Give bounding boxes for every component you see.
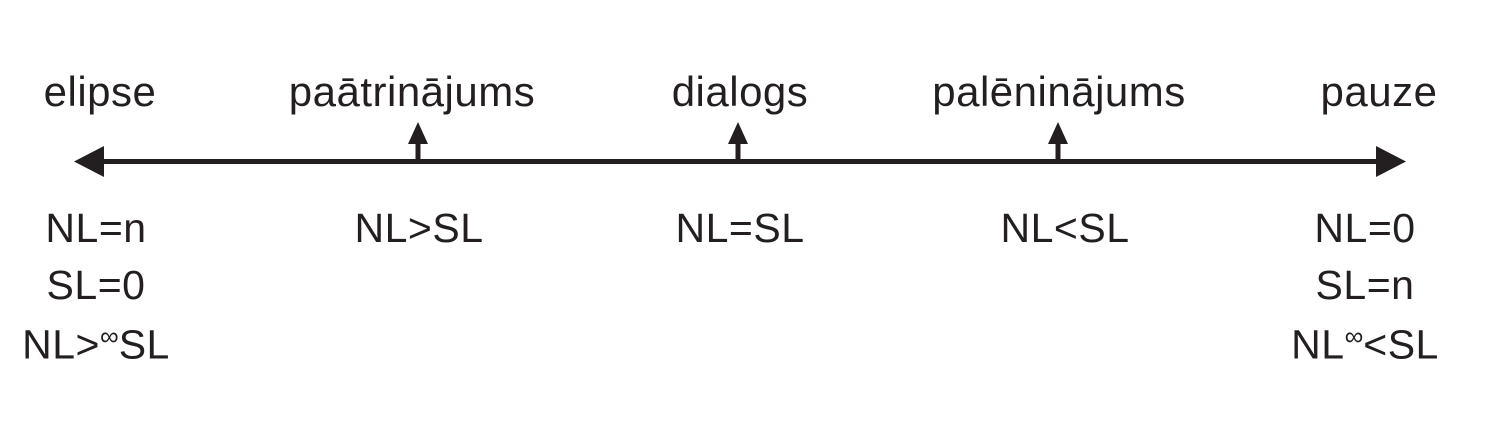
tick-arrow-paleninajums <box>1048 122 1068 161</box>
formula-text: SL=n <box>1315 262 1415 308</box>
formula-nl-eq-n: NL=n <box>45 208 146 249</box>
tick-arrow-paatrinajums <box>408 122 428 161</box>
axis-label-paleninajums: palēninājums <box>932 68 1186 115</box>
formula-text: NL> <box>22 321 100 368</box>
formula-text: NL<SL <box>1000 205 1130 251</box>
infinity-superscript: ∞ <box>1344 321 1364 351</box>
formula-text: NL>SL <box>354 205 484 251</box>
formula-text: SL=0 <box>46 262 146 308</box>
formula-nl-eq-sl: NL=SL <box>675 208 804 249</box>
formula-text: NL=n <box>45 205 147 251</box>
formula-sl-eq-0: SL=0 <box>47 265 146 306</box>
axis-label-dialogs: dialogs <box>671 68 809 115</box>
formula-nl-gt-sl: NL>SL <box>354 208 483 249</box>
formula-text: NL <box>1291 321 1345 368</box>
infinity-superscript: ∞ <box>100 321 119 351</box>
formula-text: NL=0 <box>1314 205 1416 251</box>
formula-text: SL <box>118 321 170 368</box>
formula-nl-inf-lt-sl: NL∞<SL <box>1291 323 1439 366</box>
formula-nl-eq-0: NL=0 <box>1314 208 1415 249</box>
formula-text: NL=SL <box>675 205 805 251</box>
formula-text: <SL <box>1363 321 1439 368</box>
axis-label-pauze: pauze <box>1320 68 1438 115</box>
formula-sl-eq-n: SL=n <box>1316 265 1415 306</box>
tick-arrow-dialogs <box>728 122 748 161</box>
axis-label-elipse: elipse <box>43 68 157 115</box>
right-arrowhead-icon <box>1376 146 1406 177</box>
formula-nl-lt-sl: NL<SL <box>1000 208 1129 249</box>
axis-label-paatrinajums: paātrinājums <box>288 68 536 115</box>
formula-nl-gt-inf-sl: NL>∞SL <box>22 323 170 366</box>
left-arrowhead-icon <box>74 146 104 177</box>
